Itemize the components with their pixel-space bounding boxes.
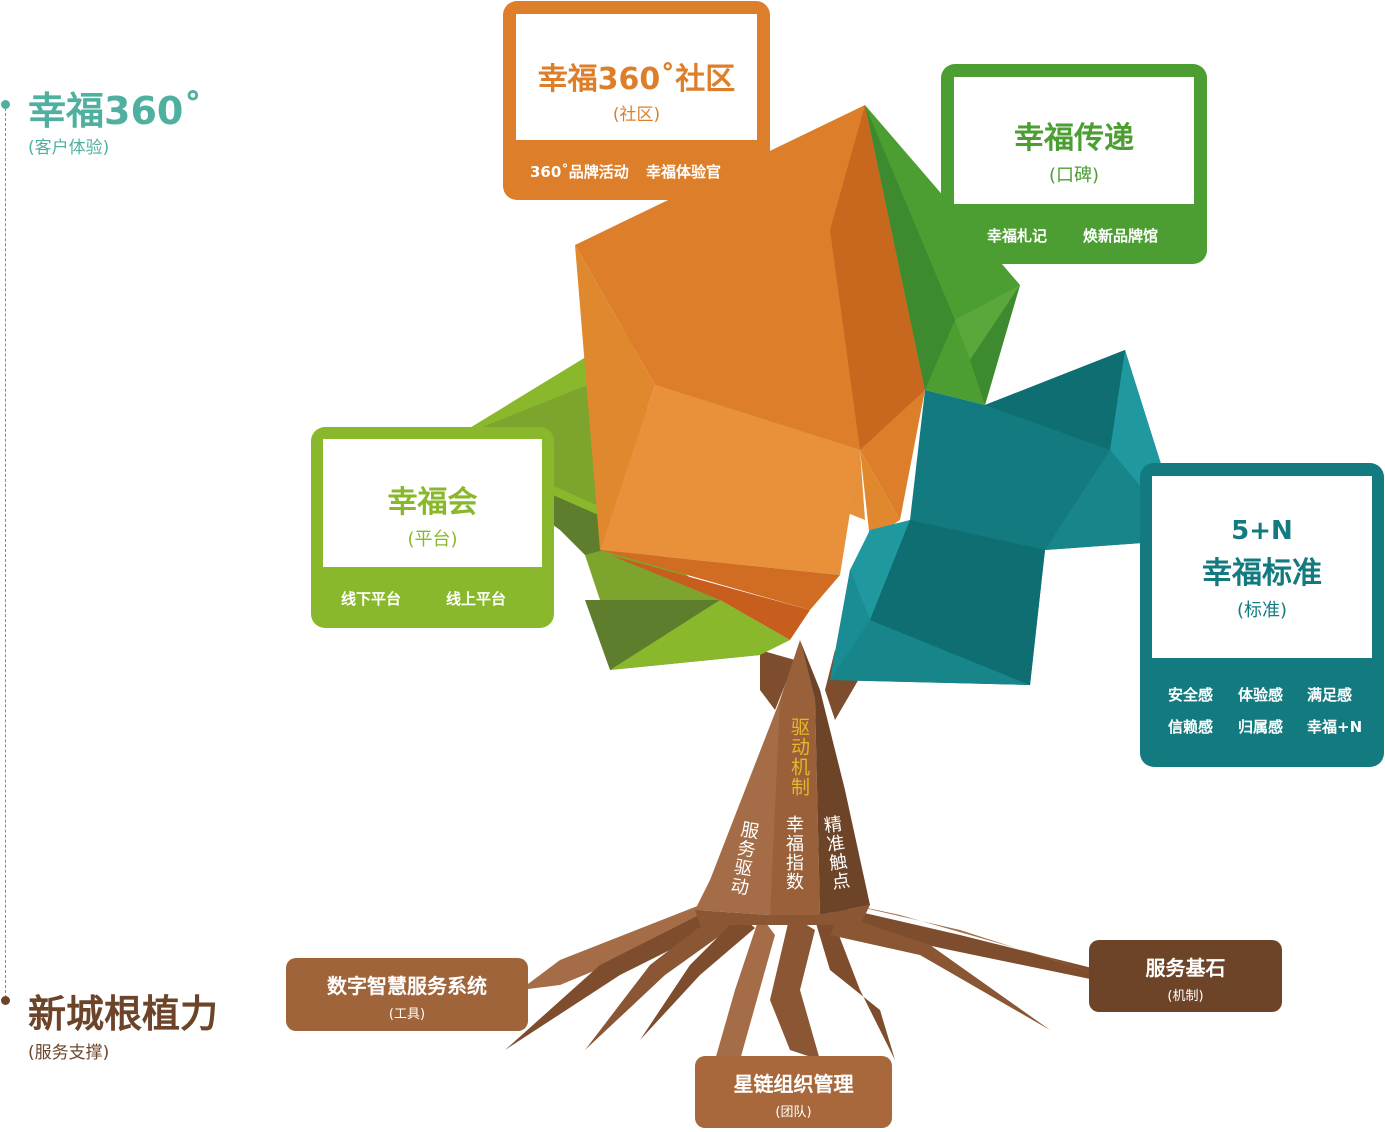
legend-bottom-title: 新城根植力	[28, 992, 219, 1036]
legend-bottom-subtitle: (服务支撑)	[28, 1043, 110, 1063]
standard-item-belonging: 归属感	[1238, 718, 1284, 736]
legend-top-dot	[1, 100, 10, 109]
root-digital-system-box: 数字智慧服务系统 (工具)	[286, 958, 528, 1031]
trunk-happy-index: 幸福指数	[783, 815, 804, 891]
root-foundation-box: 服务基石 (机制)	[1089, 940, 1282, 1012]
root-digital-system-title: 数字智慧服务系统	[327, 974, 487, 998]
standard-box: 5+N 幸福标准 (标准) 安全感 体验感 满足感 信赖感 归属感 幸福+N	[1140, 463, 1384, 767]
root-foundation-title: 服务基石	[1145, 956, 1226, 980]
community-item-experience-officer: 幸福体验官	[646, 163, 722, 181]
delivery-item-brand-hall: 焕新品牌馆	[1083, 227, 1159, 245]
standard-item-happy-n: 幸福+N	[1307, 718, 1363, 736]
orange-foliage	[575, 105, 925, 640]
club-title: 幸福会	[387, 485, 478, 520]
standard-item-safety: 安全感	[1168, 686, 1214, 704]
delivery-item-notes: 幸福札记	[987, 227, 1048, 245]
community-subtitle: (社区)	[612, 105, 661, 125]
standard-item-satisfaction: 满足感	[1307, 686, 1353, 704]
standard-item-trust: 信赖感	[1168, 718, 1214, 736]
legend-top-title: 幸福360˚	[28, 89, 203, 133]
delivery-subtitle: (口碑)	[1048, 165, 1100, 186]
club-subtitle: (平台)	[407, 529, 458, 550]
root-digital-system-subtitle: (工具)	[388, 1007, 426, 1022]
roots	[505, 900, 1100, 1060]
root-starchain-title: 星链组织管理	[733, 1072, 854, 1096]
trunk-drive-mechanism: 驱动机制	[788, 717, 810, 797]
root-starchain-subtitle: (团队)	[775, 1105, 812, 1120]
legend-dashed-line	[5, 108, 6, 998]
delivery-box: 幸福传递 (口碑) 幸福札记 焕新品牌馆	[941, 64, 1207, 264]
standard-title-line2: 幸福标准	[1202, 556, 1322, 591]
standard-subtitle: (标准)	[1236, 600, 1288, 621]
club-item-offline: 线下平台	[341, 590, 402, 608]
teal-foliage	[830, 350, 1185, 685]
community-title: 幸福360˚社区	[537, 62, 736, 97]
standard-title-line1: 5+N	[1231, 516, 1293, 546]
delivery-title: 幸福传递	[1014, 121, 1134, 156]
community-box: 幸福360˚社区 (社区) 360˚品牌活动 幸福体验官	[503, 1, 770, 200]
club-box: 幸福会 (平台) 线下平台 线上平台	[311, 427, 554, 628]
root-starchain-box: 星链组织管理 (团队)	[695, 1056, 892, 1128]
trunk	[695, 640, 870, 925]
club-item-online: 线上平台	[446, 590, 507, 608]
legend-top-subtitle: (客户体验)	[28, 138, 110, 158]
legend-bottom-dot	[1, 996, 10, 1005]
community-item-brand-activity: 360˚品牌活动	[530, 163, 629, 181]
standard-item-experience: 体验感	[1238, 686, 1284, 704]
root-foundation-subtitle: (机制)	[1167, 989, 1204, 1004]
